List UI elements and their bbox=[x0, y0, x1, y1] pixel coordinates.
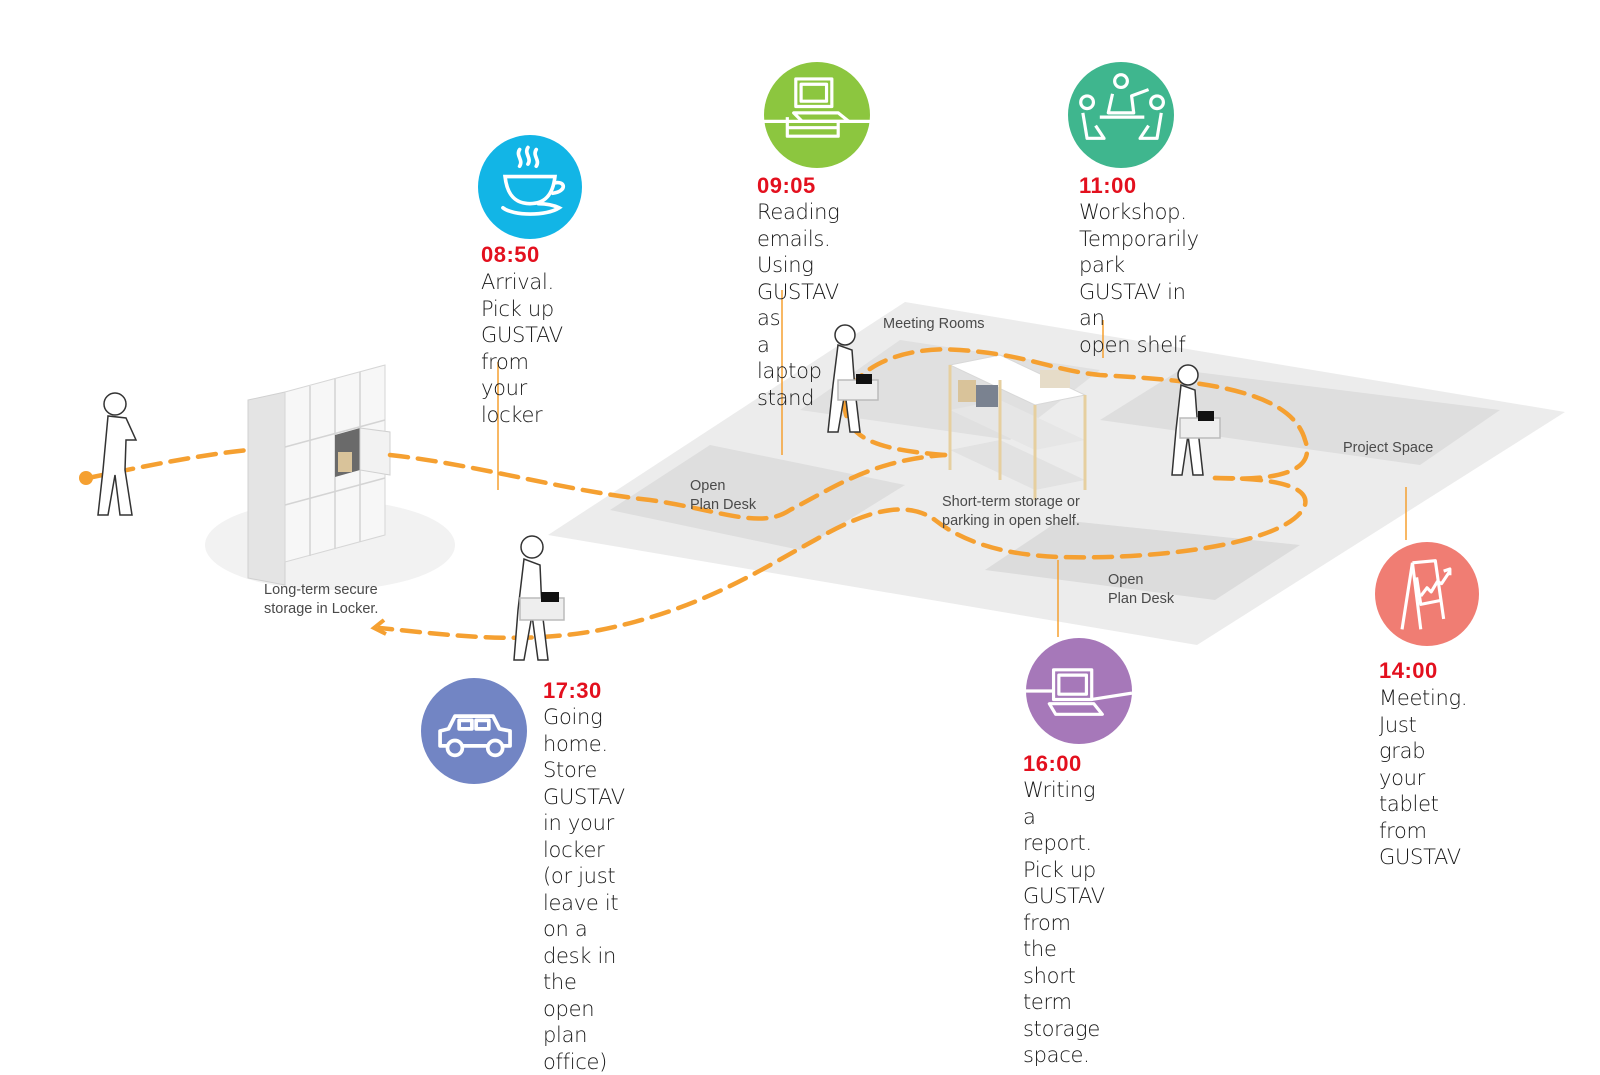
step-home-time: 17:30 bbox=[543, 678, 602, 703]
flipchart-icon bbox=[1400, 559, 1452, 630]
laptop-on-box-icon bbox=[764, 77, 870, 138]
person-arriving bbox=[97, 392, 138, 516]
step-workshop-text: Workshop. Temporarily park GUSTAV in an … bbox=[1079, 200, 1199, 357]
step-report-text: Writing a report. Pick up GUSTAV from th… bbox=[1023, 778, 1105, 1067]
zone-open-plan-desk-right bbox=[985, 520, 1300, 600]
step-meeting-time: 14:00 bbox=[1379, 658, 1438, 683]
workshop-people-icon bbox=[1079, 73, 1165, 140]
zone-label-project-space: Project Space bbox=[1343, 440, 1434, 456]
journey-path bbox=[85, 347, 1310, 641]
laptop-icon bbox=[1026, 668, 1132, 716]
step-report-badge bbox=[1026, 638, 1132, 744]
step-arrival-time: 08:50 bbox=[481, 242, 540, 267]
step-home-badge bbox=[421, 678, 527, 784]
path-start-dot bbox=[79, 471, 93, 485]
zone-label-short-term-storage: Short-term storage or parking in open sh… bbox=[942, 494, 1080, 529]
path-end-arrow bbox=[370, 618, 387, 636]
zone-label-open-plan-desk-right: Open Plan Desk bbox=[1108, 572, 1175, 607]
step-emails-badge bbox=[764, 62, 870, 168]
person-meeting-rooms bbox=[827, 324, 879, 433]
office-floor-scene bbox=[79, 290, 1565, 661]
step-workshop-badge bbox=[1068, 62, 1174, 168]
car-icon bbox=[438, 714, 512, 758]
step-workshop-time: 11:00 bbox=[1079, 173, 1137, 198]
person-figures bbox=[97, 324, 1221, 661]
person-leaving bbox=[513, 535, 565, 661]
person-project-space bbox=[1171, 364, 1221, 476]
step-meeting-text: Meeting. Just grab your tablet from GUST… bbox=[1379, 686, 1468, 869]
zone-label-open-plan-desk-left: Open Plan Desk bbox=[690, 478, 757, 513]
step-meeting-badge bbox=[1375, 542, 1479, 646]
step-arrival-text: Arrival. Pick up GUSTAV from your locker bbox=[481, 270, 563, 427]
step-emails-text: Reading emails. Using GUSTAV as a laptop… bbox=[757, 200, 840, 410]
zone-project-space bbox=[1100, 370, 1500, 465]
zone-label-locker: Long-term secure storage in Locker. bbox=[264, 582, 379, 617]
open-shelf bbox=[948, 354, 1087, 500]
step-home-text: Going home. Store GUSTAV in your locker … bbox=[543, 705, 625, 1074]
locker-cabinet bbox=[247, 364, 391, 586]
step-arrival-badge bbox=[478, 135, 582, 239]
step-emails-time: 09:05 bbox=[757, 173, 816, 198]
step-report-time: 16:00 bbox=[1023, 751, 1082, 776]
coffee-cup-icon bbox=[501, 145, 566, 216]
zone-label-meeting-rooms: Meeting Rooms bbox=[883, 316, 985, 332]
connector-lines bbox=[497, 290, 1407, 637]
zone-open-plan-desk-left bbox=[610, 445, 905, 550]
